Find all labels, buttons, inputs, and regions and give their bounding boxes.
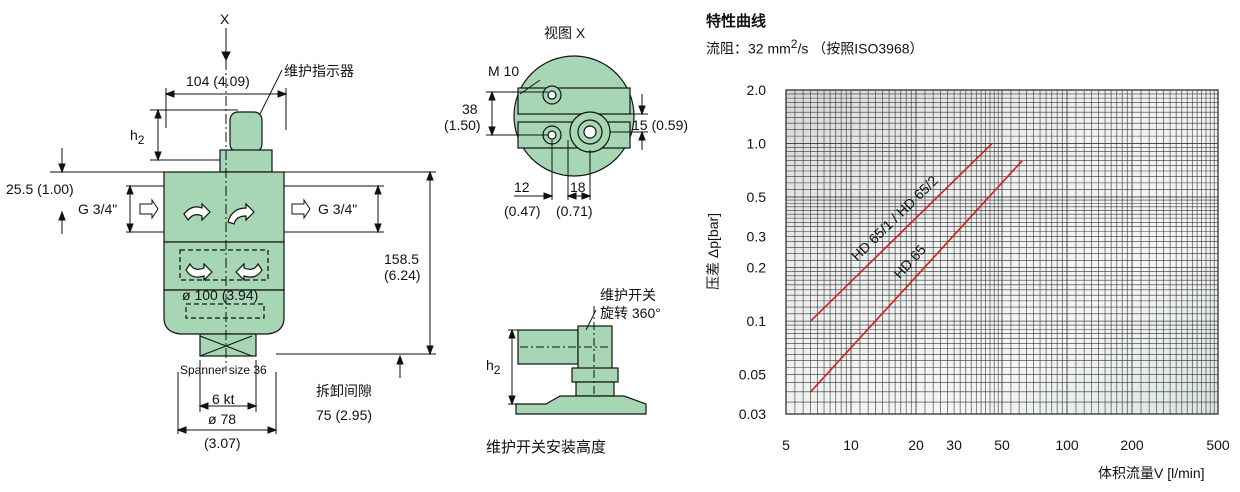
dim-18: 18: [570, 179, 586, 195]
y-axis-label: 压差 Δp[bar]: [705, 212, 721, 290]
series-line: [810, 160, 1023, 393]
y-tick-label: 0.3: [747, 228, 767, 244]
h2-label: h2: [130, 127, 145, 147]
dim-38-inch: (1.50): [444, 117, 481, 133]
y-tick-label: 0.03: [739, 406, 766, 422]
x-tick-label: 20: [908, 437, 924, 453]
width-dimension: 104 (4.09): [186, 73, 250, 89]
switch-rotation: 旋转 360°: [600, 305, 661, 321]
dim-12-inch: (0.47): [504, 203, 541, 219]
port-in-label: G 3/4": [78, 201, 118, 217]
x-axis-label: 体积流量V [l/min]: [1098, 465, 1205, 481]
base-diameter-inch: (3.07): [204, 435, 241, 451]
y-tick-label: 0.2: [747, 260, 767, 276]
y-tick-label: 0.1: [747, 313, 767, 329]
switch-h2-label: h2: [486, 357, 501, 377]
x-tick-label: 100: [1055, 437, 1079, 453]
y-tick-label: 1.0: [747, 135, 767, 151]
dim-15: 15 (0.59): [632, 117, 689, 133]
chart-title: 特性曲线: [706, 13, 767, 30]
y-tick-label: 2.0: [747, 82, 767, 98]
diameter-dimension: ø 100 (3.94): [182, 287, 259, 303]
dim-18-inch: (0.71): [556, 203, 593, 219]
dim-12: 12: [514, 179, 530, 195]
y-tick-label: 0.05: [739, 367, 766, 383]
switch-caption: 维护开关安装高度: [486, 439, 607, 456]
thread-label: M 10: [488, 63, 520, 79]
port-out-label: G 3/4": [318, 201, 358, 217]
spanner-size: Spanner size 36: [180, 363, 267, 377]
removal-dimension: 75 (2.95): [316, 407, 373, 423]
view-x-marker: X: [220, 11, 230, 27]
base-diameter: ø 78: [208, 411, 237, 427]
height-dimension: 158.5: [384, 251, 420, 267]
series-line: [810, 142, 993, 322]
x-tick-label: 5: [782, 437, 790, 453]
x-tick-label: 50: [994, 437, 1010, 453]
view-x-title: 视图 X: [544, 25, 586, 41]
x-tick-label: 10: [843, 437, 859, 453]
hex-dimension: 6 kt: [212, 391, 235, 407]
x-tick-label: 200: [1120, 437, 1144, 453]
switch-label: 维护开关: [600, 287, 656, 303]
removal-label: 拆卸间隙: [316, 383, 372, 399]
y-tick-label: 0.5: [747, 189, 767, 205]
x-tick-label: 30: [946, 437, 962, 453]
chart-subtitle: 流阻：32 mm2/s （按照ISO3968）: [706, 37, 924, 57]
offset-dimension: 25.5 (1.00): [6, 181, 74, 197]
dim-38: 38: [462, 101, 478, 117]
x-tick-label: 500: [1206, 437, 1230, 453]
height-dimension-inch: (6.24): [384, 267, 421, 283]
indicator-label: 维护指示器: [284, 63, 354, 79]
